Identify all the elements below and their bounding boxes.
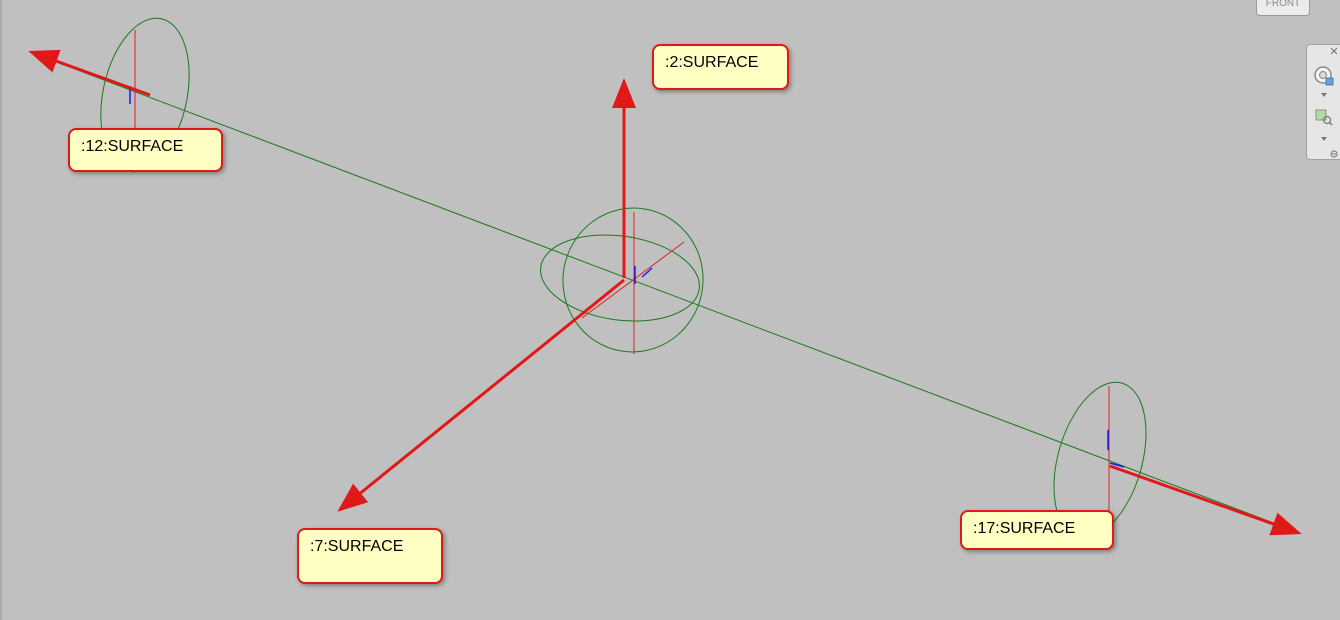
callout-surface-12-label: :12:SURFACE: [81, 138, 184, 155]
viewport-border: [0, 0, 2, 620]
navigation-bar: [1306, 44, 1340, 160]
center-ellipse-vertical[interactable]: [552, 197, 715, 363]
callout-surface-12[interactable]: :12:SURFACE: [68, 128, 223, 172]
callout-surface-7-label: :7:SURFACE: [310, 538, 404, 555]
callout-surface-2[interactable]: :2:SURFACE: [652, 44, 789, 90]
center-ellipse-horizontal[interactable]: [535, 225, 705, 330]
viewcube-face-label: FRONT: [1265, 0, 1301, 9]
close-icon[interactable]: [1329, 46, 1339, 56]
viewcube-front-face[interactable]: FRONT: [1256, 0, 1310, 16]
zoom-icon[interactable]: [1311, 107, 1337, 129]
center-red-diagonal: [581, 241, 685, 319]
callout-surface-2-label: :2:SURFACE: [665, 54, 759, 71]
arrow-to-surface-12: [28, 49, 151, 97]
axis-line: [29, 51, 1301, 534]
arrow-to-surface-17: [1109, 464, 1302, 536]
dropdown-arrow-icon[interactable]: [1317, 91, 1331, 99]
center-blue-tick-2: [641, 267, 653, 278]
callout-surface-17[interactable]: :17:SURFACE: [960, 510, 1114, 550]
arrow-to-surface-7: [337, 278, 625, 512]
callout-surface-17-label: :17:SURFACE: [973, 520, 1076, 537]
options-icon[interactable]: [1329, 149, 1339, 159]
dropdown-arrow-icon[interactable]: [1317, 135, 1331, 143]
surface-17-blue-tick-2: [1109, 462, 1125, 468]
callout-surface-7[interactable]: :7:SURFACE: [297, 528, 443, 584]
steering-wheel-icon[interactable]: [1310, 63, 1338, 89]
